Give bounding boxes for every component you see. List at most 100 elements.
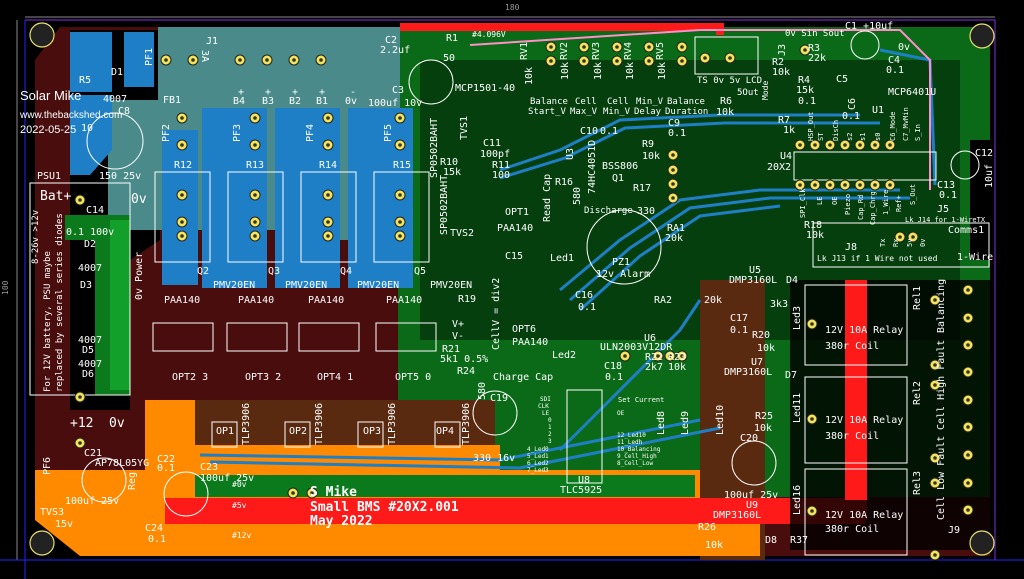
component-label: R16: [555, 177, 574, 188]
component-label: #12v: [232, 531, 252, 540]
component-label: R13: [246, 160, 265, 171]
component-label: TLP3906: [314, 402, 325, 445]
component-label: 0.1: [148, 534, 167, 545]
component-label: #0v: [232, 480, 247, 489]
pad-drill: [180, 220, 184, 224]
component-label: R26: [698, 522, 717, 533]
dimension-width-label: 180: [505, 3, 520, 12]
component-label: C12: [975, 148, 994, 159]
component-label: PAA140: [386, 295, 423, 306]
component-label: 0.1: [600, 126, 619, 137]
component-label: 12v Alarm: [596, 269, 651, 280]
red-5v-band: [165, 498, 865, 524]
component-label: Rel2: [912, 380, 923, 405]
pad-drill: [253, 193, 257, 197]
pad-drill: [326, 143, 330, 147]
component-label: Lk J13 if 1 Wire not used: [817, 254, 938, 263]
component-label: 1_Wire: [882, 189, 890, 215]
pad-drill: [310, 491, 314, 495]
component-label: +12: [70, 416, 94, 431]
author-label: Solar Mike: [20, 88, 82, 103]
component-label: 100uf 25v: [65, 496, 120, 507]
pad-drill: [582, 45, 586, 49]
component-label: 100uf 25v: [724, 490, 779, 501]
component-label: 20k: [704, 295, 723, 306]
component-label: 0.1: [578, 302, 597, 313]
component-label: Cap_Rd: [857, 194, 865, 220]
component-label: OPT6: [512, 324, 537, 335]
component-label: Ref+: [895, 195, 903, 212]
component-label: OPT4 1: [317, 372, 354, 383]
component-label: R25: [755, 411, 774, 422]
component-label: +: [265, 87, 272, 98]
pad-drill: [319, 58, 323, 62]
component-label: 0.1: [157, 463, 176, 474]
mounting-holes: [29, 22, 995, 556]
component-label: Duration: [665, 107, 709, 117]
component-label: 0v: [919, 238, 927, 247]
component-label: 330 16v: [473, 453, 516, 464]
component-label: 0v Power: [134, 251, 145, 300]
component-label: 3A: [199, 50, 210, 63]
component-label: Led9: [680, 410, 691, 435]
component-label: PAA140: [238, 295, 275, 306]
website-label: www.thebackshed.com: [20, 110, 123, 121]
pad-drill: [966, 316, 970, 320]
component-label: 0.1: [668, 128, 687, 139]
component-label: Bat+: [40, 189, 72, 204]
pad-drill: [933, 363, 937, 367]
component-label: C14: [86, 205, 105, 216]
pad-drill: [647, 45, 651, 49]
component-label: PMV20EN: [213, 280, 256, 291]
pad-drill: [828, 143, 832, 147]
component-label: 11_Ledh: [617, 439, 643, 446]
component-label: Led3: [792, 305, 803, 330]
pad-drill: [78, 395, 82, 399]
component-label: C24: [145, 523, 164, 534]
component-label: TLC5925: [560, 485, 603, 496]
component-label: PAA140: [512, 337, 549, 348]
component-label: TLP3906: [461, 402, 472, 445]
component-label: OPT1: [505, 207, 530, 218]
pink-trace: [469, 29, 931, 190]
component-label: 100pf: [480, 149, 511, 160]
component-label: PSU1: [37, 171, 62, 182]
component-label: J9: [948, 525, 961, 536]
component-label: 100uf 25v: [200, 473, 255, 484]
component-label: Cell Low Fault: [936, 435, 947, 520]
component-label: U1: [872, 105, 885, 116]
clearance: [970, 140, 990, 260]
component-label: 12V 10A Relay: [825, 415, 904, 426]
pad-drill: [933, 456, 937, 460]
component-label: B3: [262, 96, 275, 107]
pad-drill: [253, 116, 257, 120]
component-label: 10_Balancing: [617, 446, 661, 453]
pad-drill: [398, 116, 402, 120]
mosfet-pads: [162, 108, 413, 288]
component-label: PAA140: [164, 295, 201, 306]
component-label: LE: [542, 410, 550, 417]
component-label: R19: [458, 294, 477, 305]
component-label: ST: [817, 132, 825, 141]
pad-drill: [326, 234, 330, 238]
component-label: C7_MvMin: [902, 107, 910, 141]
component-label: Cap_Chrg: [869, 191, 877, 225]
component-label: Min_V: [636, 97, 664, 107]
component-label: PZ1: [612, 257, 631, 268]
component-label: 150 25v: [99, 171, 142, 182]
component-label: 10k: [716, 107, 735, 118]
pad-drill: [813, 183, 817, 187]
component-label: 10k: [757, 343, 776, 354]
component-label: OPT3 2: [245, 372, 282, 383]
component-label: J1: [206, 36, 219, 47]
component-label: R2: [772, 57, 785, 68]
component-label: Led2: [552, 350, 577, 361]
teal-pour-left: [108, 100, 158, 230]
dimension-height-label: 100: [1, 280, 10, 295]
pad-drill: [933, 383, 937, 387]
component-label: 22k: [808, 53, 827, 64]
component-label: V-: [452, 331, 465, 342]
component-label: D8: [765, 535, 778, 546]
component-label: C5: [836, 74, 849, 85]
component-label: Piezo: [844, 193, 852, 215]
